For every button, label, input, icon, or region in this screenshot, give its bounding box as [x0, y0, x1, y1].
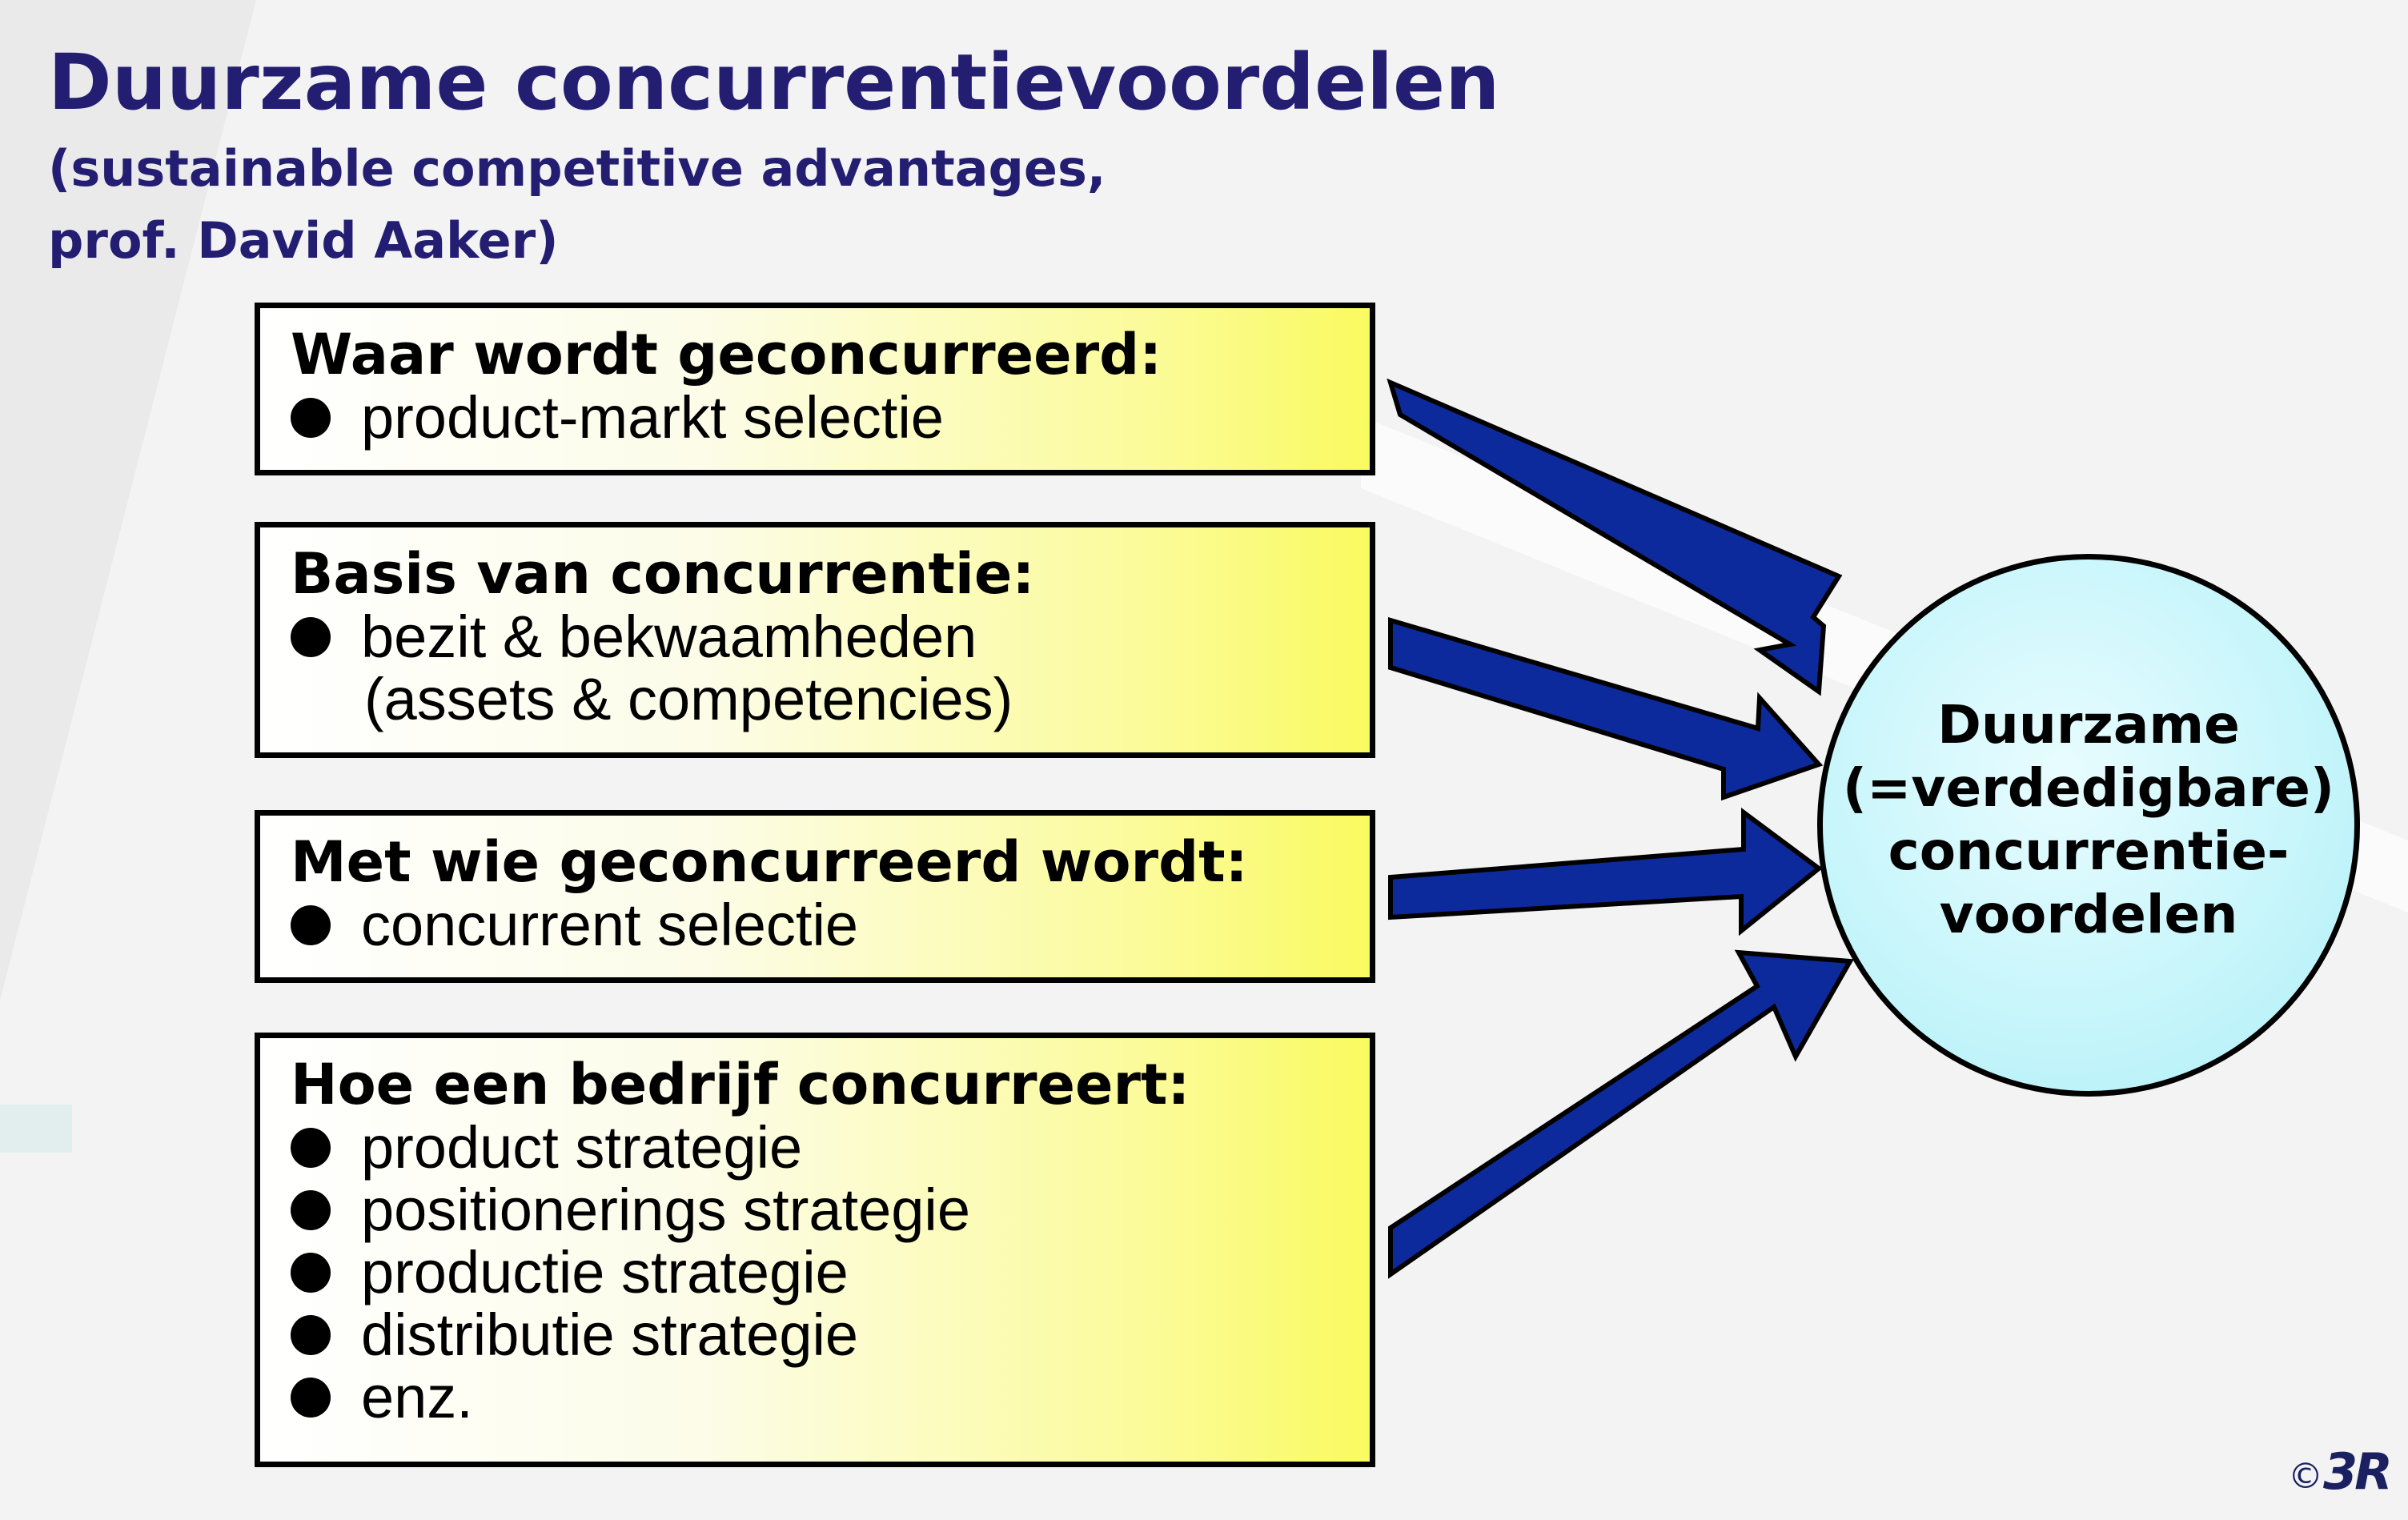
box-heading: Waar wordt geconcurreerd:	[291, 322, 1162, 387]
title-block: Duurzame concurrentievoordelen (sustaina…	[48, 35, 1499, 277]
circle-label-line-4: voordelen	[1939, 884, 2238, 945]
page-title: Duurzame concurrentievoordelen	[48, 38, 1500, 127]
bullet-icon	[291, 617, 331, 657]
bullet-icon	[291, 1253, 331, 1293]
list-item-label: product-markt selectie	[361, 384, 944, 451]
arrow-icon	[1387, 378, 1843, 696]
list-item-label: positionerings strategie	[361, 1177, 970, 1243]
circle-label-line-1: Duurzame	[1937, 694, 2240, 756]
circle-label: Duurzame (=verdedigbare) concurrentie- v…	[1843, 693, 2334, 946]
list-item: product-markt selectie	[291, 387, 1370, 449]
box-with-whom-competed: Met wie geconcurreerd wordt: concurrent …	[255, 810, 1375, 983]
bullet-icon	[291, 1378, 331, 1418]
arrow-icon	[1388, 616, 1824, 801]
list-item: positionerings strategie	[291, 1179, 1370, 1241]
sustainable-advantage-circle: Duurzame (=verdedigbare) concurrentie- v…	[1817, 554, 2360, 1097]
list-item-label: productie strategie	[361, 1239, 849, 1305]
bullet-icon	[291, 1128, 331, 1168]
box-heading: Basis van concurrentie:	[291, 541, 1035, 607]
list-item: product strategie	[291, 1117, 1370, 1179]
box-heading: Hoe een bedrijf concurreert:	[291, 1052, 1190, 1117]
copyright-icon: ©	[2288, 1456, 2323, 1497]
list-item: concurrent selectie	[291, 894, 1370, 957]
list-item-continuation: (assets & competencies)	[364, 666, 1013, 732]
company-logo: 3R	[2323, 1442, 2393, 1501]
subtitle-line-1: (sustainable competitive advantages,	[48, 139, 1106, 198]
subtitle-line-2: prof. David Aaker)	[48, 211, 559, 270]
list-item-label: product strategie	[361, 1114, 803, 1181]
box-basis-of-competition: Basis van concurrentie: bezit & bekwaamh…	[255, 522, 1375, 758]
bullet-icon	[291, 1190, 331, 1230]
list-item-label: bezit & bekwaamheden	[361, 604, 977, 670]
bullet-icon	[291, 905, 331, 945]
list-item-label: enz.	[361, 1364, 473, 1430]
list-item: bezit & bekwaamheden	[291, 606, 1370, 668]
arrow-icon	[1388, 949, 1854, 1279]
list-item: enz.	[291, 1366, 1370, 1429]
page-subtitle: (sustainable competitive advantages, pro…	[48, 133, 1499, 277]
list-item-label: distributie strategie	[361, 1301, 859, 1368]
list-item-label: concurrent selectie	[361, 892, 859, 958]
box-how-company-competes: Hoe een bedrijf concurreert: product str…	[255, 1033, 1375, 1467]
circle-label-line-3: concurrentie-	[1888, 820, 2290, 882]
box-heading: Met wie geconcurreerd wordt:	[291, 829, 1248, 895]
bullet-icon	[291, 398, 331, 438]
list-item: productie strategie	[291, 1241, 1370, 1304]
circle-label-line-2: (=verdedigbare)	[1842, 757, 2335, 819]
arrow-icon	[1388, 808, 1823, 936]
list-item: distributie strategie	[291, 1304, 1370, 1366]
box-where-competed: Waar wordt geconcurreerd: product-markt …	[255, 303, 1375, 475]
bullet-icon	[291, 1315, 331, 1355]
copyright-mark: © 3R	[2288, 1442, 2393, 1501]
